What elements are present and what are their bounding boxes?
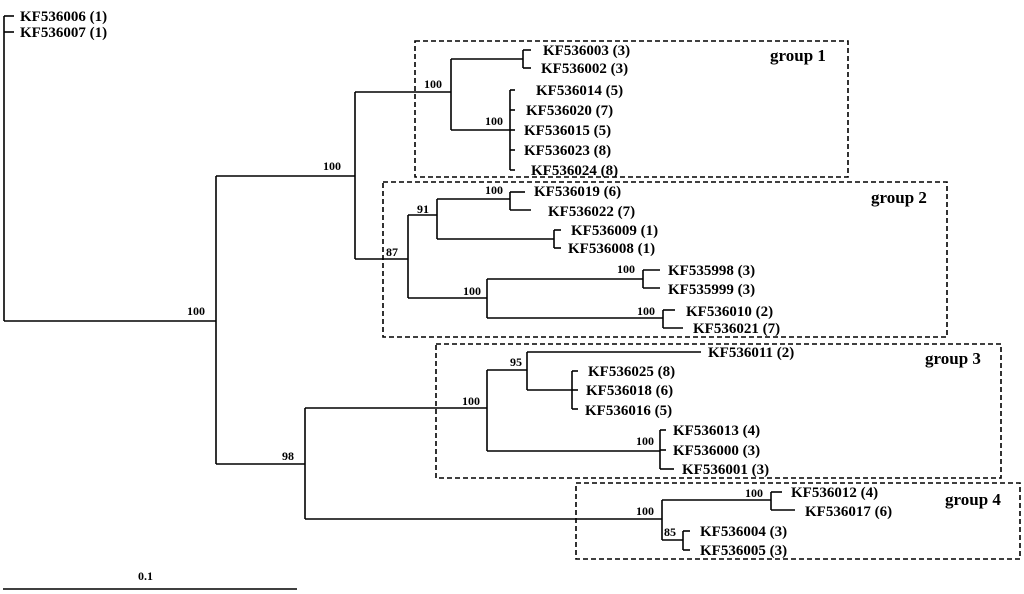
- group-boxes: group 1 group 2 group 3 group 4: [382, 40, 1021, 560]
- taxon-label: KF536013 (4): [673, 423, 760, 439]
- taxon-label: KF536021 (7): [693, 321, 780, 337]
- taxon-label: KF536016 (5): [585, 403, 672, 419]
- group-label: group 1: [770, 46, 826, 65]
- taxon-label: KF536019 (6): [534, 184, 621, 200]
- group-box: [382, 181, 948, 338]
- bootstrap-value: 100: [745, 486, 763, 500]
- group-label: group 4: [945, 490, 1001, 509]
- taxon-label: KF536024 (8): [531, 163, 618, 179]
- bootstrap-value: 100: [636, 434, 654, 448]
- group-box: [435, 343, 1002, 479]
- bootstrap-value: 100: [463, 284, 481, 298]
- bootstrap-value: 100: [617, 262, 635, 276]
- taxon-label: KF536001 (3): [682, 462, 769, 478]
- group-box: [414, 40, 849, 178]
- taxon-label: KF536004 (3): [700, 524, 787, 540]
- taxon-label: KF535999 (3): [668, 282, 755, 298]
- bootstrap-value: 100: [485, 183, 503, 197]
- bootstrap-value: 91: [417, 202, 429, 216]
- taxon-label: KF536009 (1): [571, 223, 658, 239]
- taxon-label: KF536025 (8): [588, 364, 675, 380]
- group-label: group 3: [925, 349, 981, 368]
- bootstrap-value: 100: [636, 504, 654, 518]
- taxon-label: KF536007 (1): [20, 25, 107, 41]
- tree-branches: [3, 15, 795, 551]
- bootstrap-value: 100: [637, 304, 655, 318]
- bootstrap-value: 87: [386, 245, 398, 259]
- taxon-label: KF535998 (3): [668, 263, 755, 279]
- taxon-label: KF536003 (3): [543, 43, 630, 59]
- bootstrap-value: 98: [282, 449, 294, 463]
- taxon-labels: KF536006 (1)KF536007 (1) KF536003 (3) KF53…: [20, 9, 892, 559]
- bootstrap-value: 100: [187, 304, 205, 318]
- taxon-label: KF536017 (6): [805, 504, 892, 520]
- taxon-label: KF536011 (2): [708, 345, 794, 361]
- taxon-label: KF536005 (3): [700, 543, 787, 559]
- taxon-label: KF536002 (3): [541, 61, 628, 77]
- bootstrap-value: 100: [462, 394, 480, 408]
- taxon-label: KF536010 (2): [686, 304, 773, 320]
- taxon-label: KF536008 (1): [568, 241, 655, 257]
- taxon-label: KF536018 (6): [586, 383, 673, 399]
- bootstrap-value: 95: [510, 355, 522, 369]
- taxon-label: KF536020 (7): [526, 103, 613, 119]
- bootstrap-labels: 100 100 100 100 91 87 100 100 100 100 95 100 100 98 10…: [187, 77, 763, 539]
- taxon-label: KF536023 (8): [524, 143, 611, 159]
- group-label: group 2: [871, 188, 927, 207]
- taxon-label: KF536006 (1): [20, 9, 107, 25]
- taxon-label: KF536022 (7): [548, 204, 635, 220]
- bootstrap-value: 100: [424, 77, 442, 91]
- taxon-label: KF536012 (4): [791, 485, 878, 501]
- bootstrap-value: 100: [323, 159, 341, 173]
- taxon-label: KF536000 (3): [673, 443, 760, 459]
- bootstrap-value: 100: [485, 114, 503, 128]
- bootstrap-value: 85: [664, 525, 676, 539]
- scale-bar-label: 0.1: [138, 569, 153, 583]
- group-box: [575, 482, 1021, 560]
- scale-bar: 0.1: [3, 569, 297, 590]
- taxon-label: KF536015 (5): [524, 123, 611, 139]
- taxon-label: KF536014 (5): [536, 83, 623, 99]
